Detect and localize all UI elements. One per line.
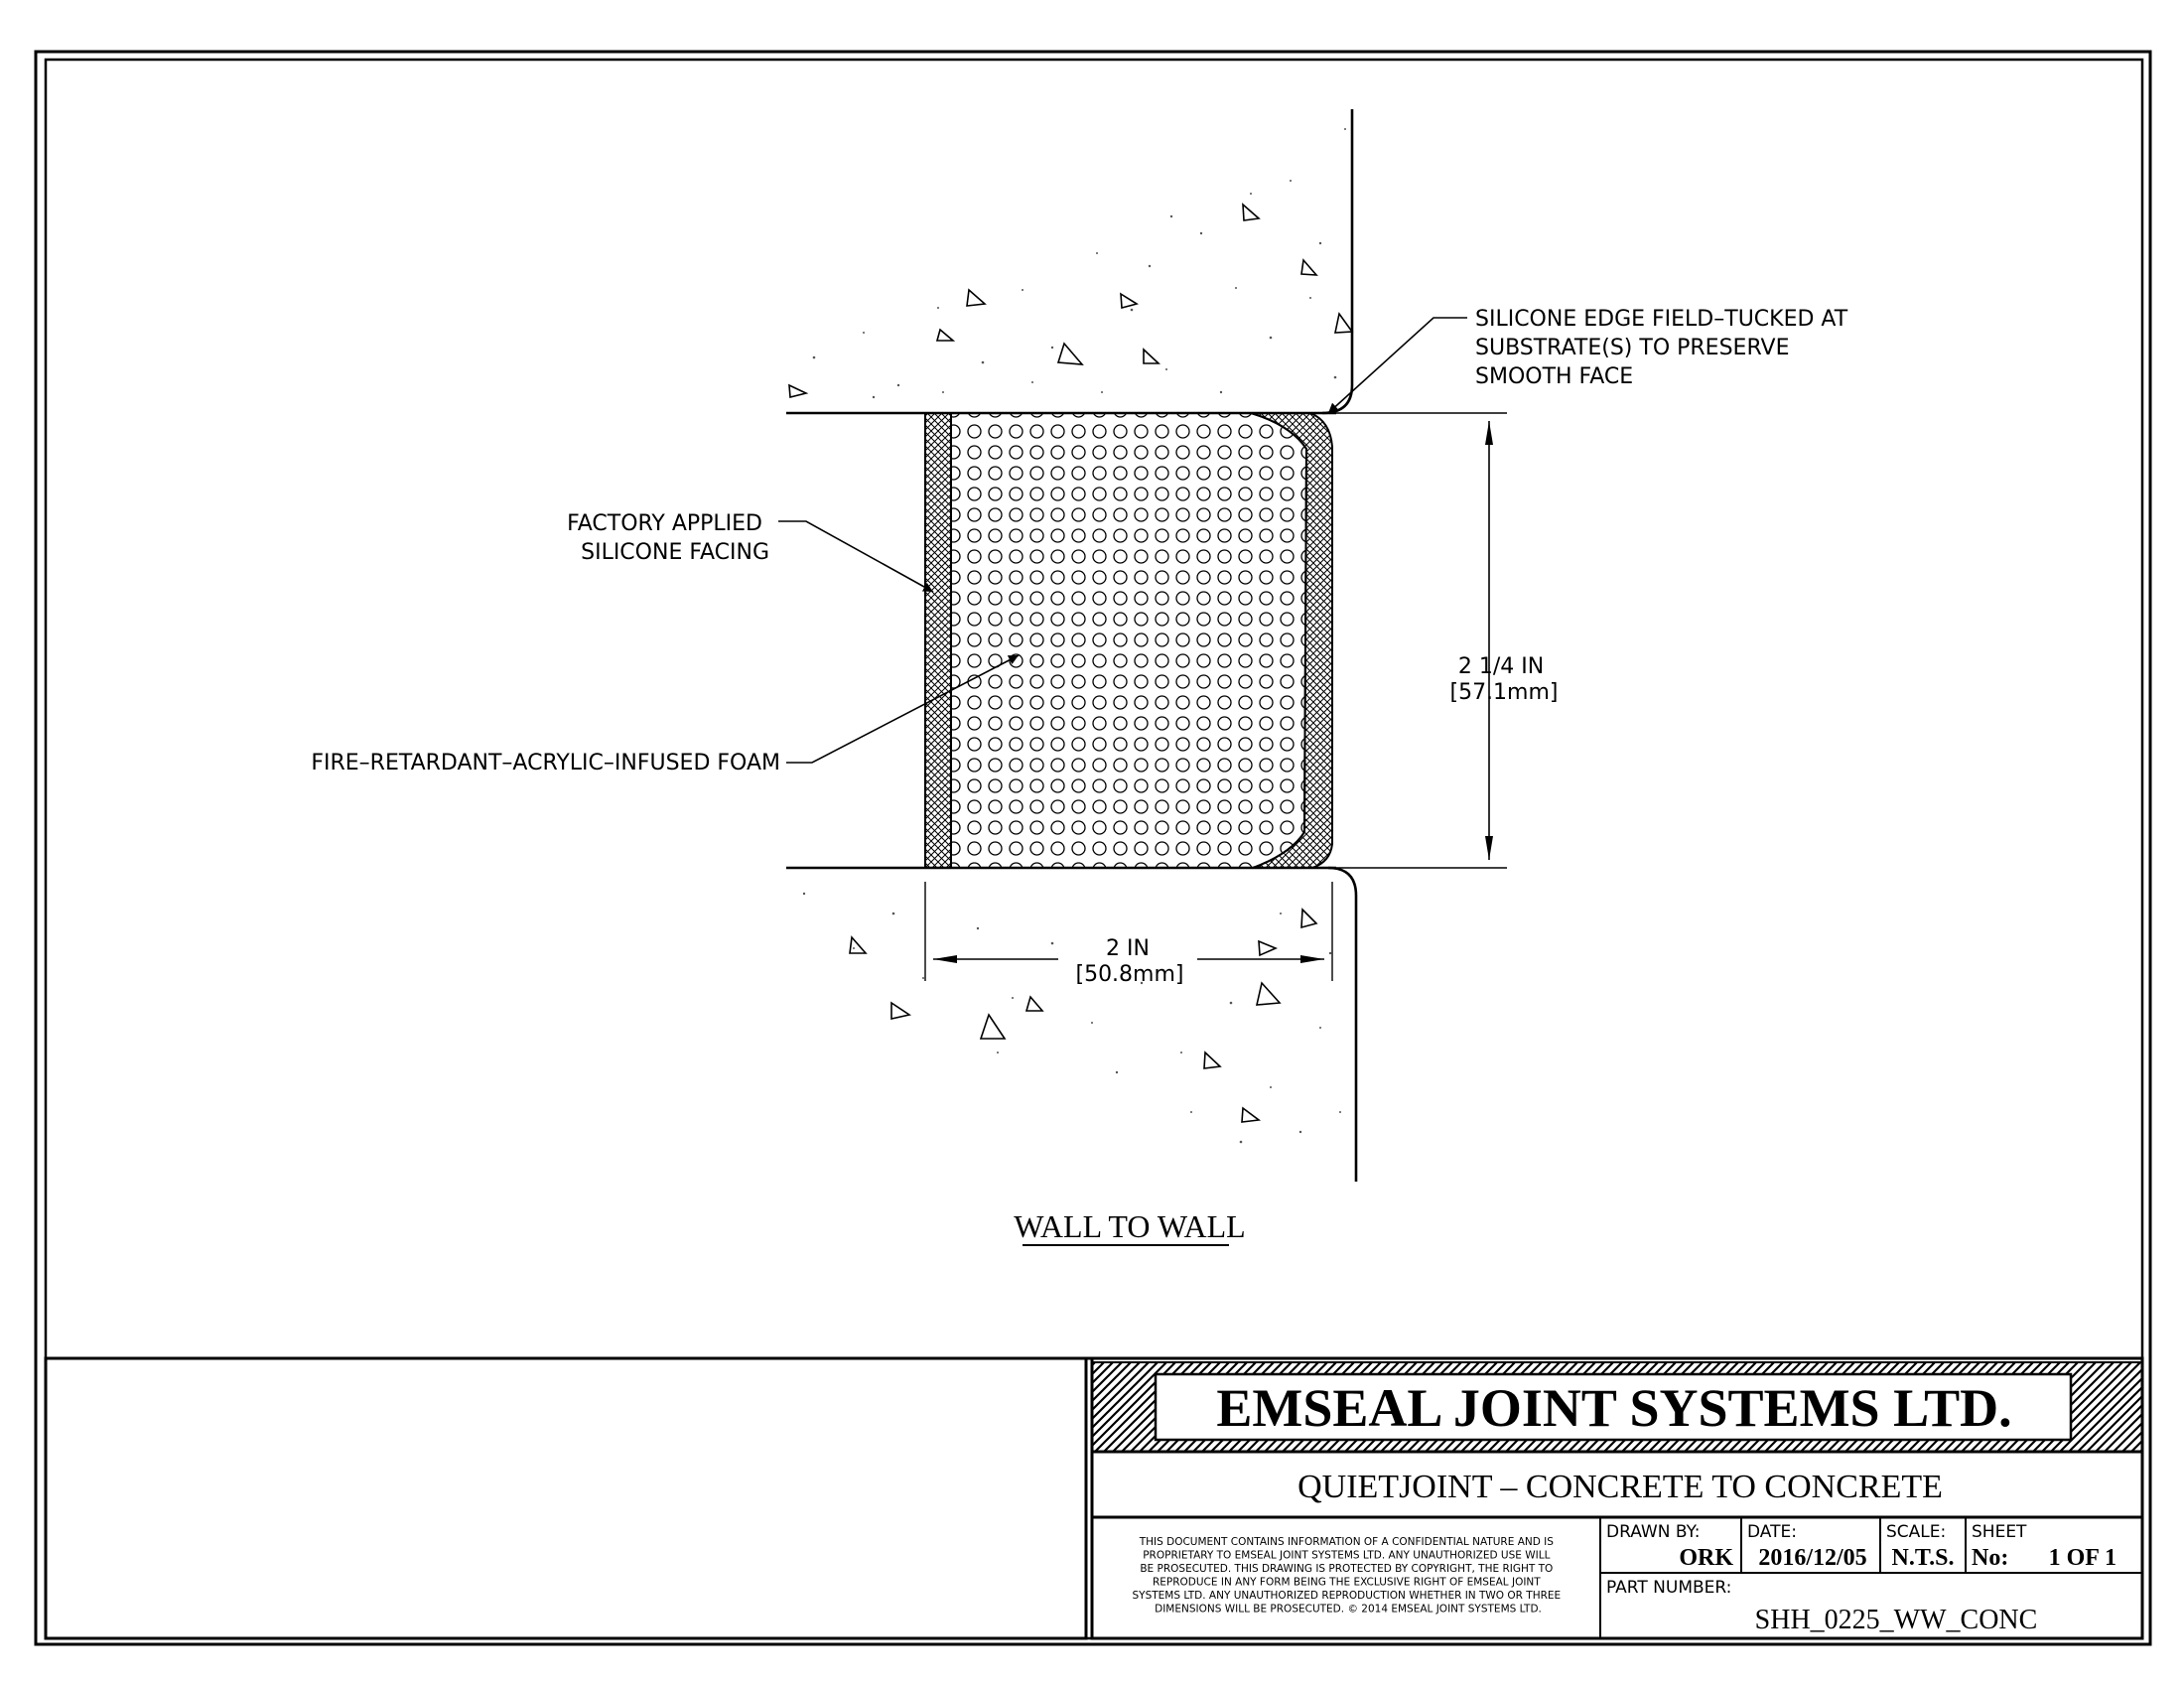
drawn-by-value: ORK xyxy=(1679,1545,1733,1571)
date-label: DATE: xyxy=(1747,1522,1797,1542)
date-value: 2016/12/05 xyxy=(1758,1545,1866,1571)
concrete-stipple xyxy=(802,128,1346,1144)
title-block xyxy=(44,1356,2144,1640)
width-dimension-metric: [50.8mm] xyxy=(1075,962,1183,987)
project-title: QUIETJOINT – CONCRETE TO CONCRETE xyxy=(1297,1469,1943,1505)
leader-silicone-edge xyxy=(1327,317,1467,414)
width-dimension-label: 2 IN xyxy=(1106,936,1150,961)
bottom-wall-face xyxy=(1327,866,1358,1182)
company-name: EMSEAL JOINT SYSTEMS LTD. xyxy=(1216,1378,2011,1438)
callout-factory-facing: FACTORY APPLIED SILICONE FACING xyxy=(567,511,769,565)
concrete-aggregate xyxy=(788,203,1354,1123)
confidentiality-notice: THIS DOCUMENT CONTAINS INFORMATION OF A … xyxy=(1132,1536,1564,1616)
company-banner-plate xyxy=(1154,1372,2073,1442)
part-number-label: PART NUMBER: xyxy=(1606,1578,1731,1598)
notes-box xyxy=(44,1356,1088,1640)
part-number-value: SHH_0225_WW_CONC xyxy=(1755,1605,2038,1635)
factory-silicone-facing xyxy=(924,412,952,869)
top-wall-face xyxy=(1321,109,1354,415)
drawn-by-label: DRAWN BY: xyxy=(1606,1522,1700,1542)
height-dimension-metric: [57.1mm] xyxy=(1449,680,1558,705)
height-dimension-label: 2 1/4 IN xyxy=(1458,654,1544,679)
title-block-box xyxy=(1090,1356,2144,1640)
scale-label: SCALE: xyxy=(1886,1522,1946,1542)
outer-border xyxy=(34,50,2152,1646)
sheet-no-label: No: xyxy=(1972,1545,2008,1571)
sheet-value: 1 OF 1 xyxy=(2049,1545,2116,1571)
sheet-label: SHEET xyxy=(1972,1522,2027,1542)
joint-detail xyxy=(778,109,1507,1182)
leader-factory-facing xyxy=(778,520,934,593)
leader-foam xyxy=(786,654,1020,764)
acrylic-infused-foam xyxy=(950,412,1308,869)
scale-value: N.T.S. xyxy=(1892,1545,1955,1571)
detail-caption: WALL TO WALL xyxy=(1014,1208,1245,1244)
callout-silicone-edge: SILICONE EDGE FIELD–TUCKED AT SUBSTRATE(… xyxy=(1475,307,1854,389)
callout-foam: FIRE–RETARDANT–ACRYLIC–INFUSED FOAM xyxy=(311,751,780,775)
